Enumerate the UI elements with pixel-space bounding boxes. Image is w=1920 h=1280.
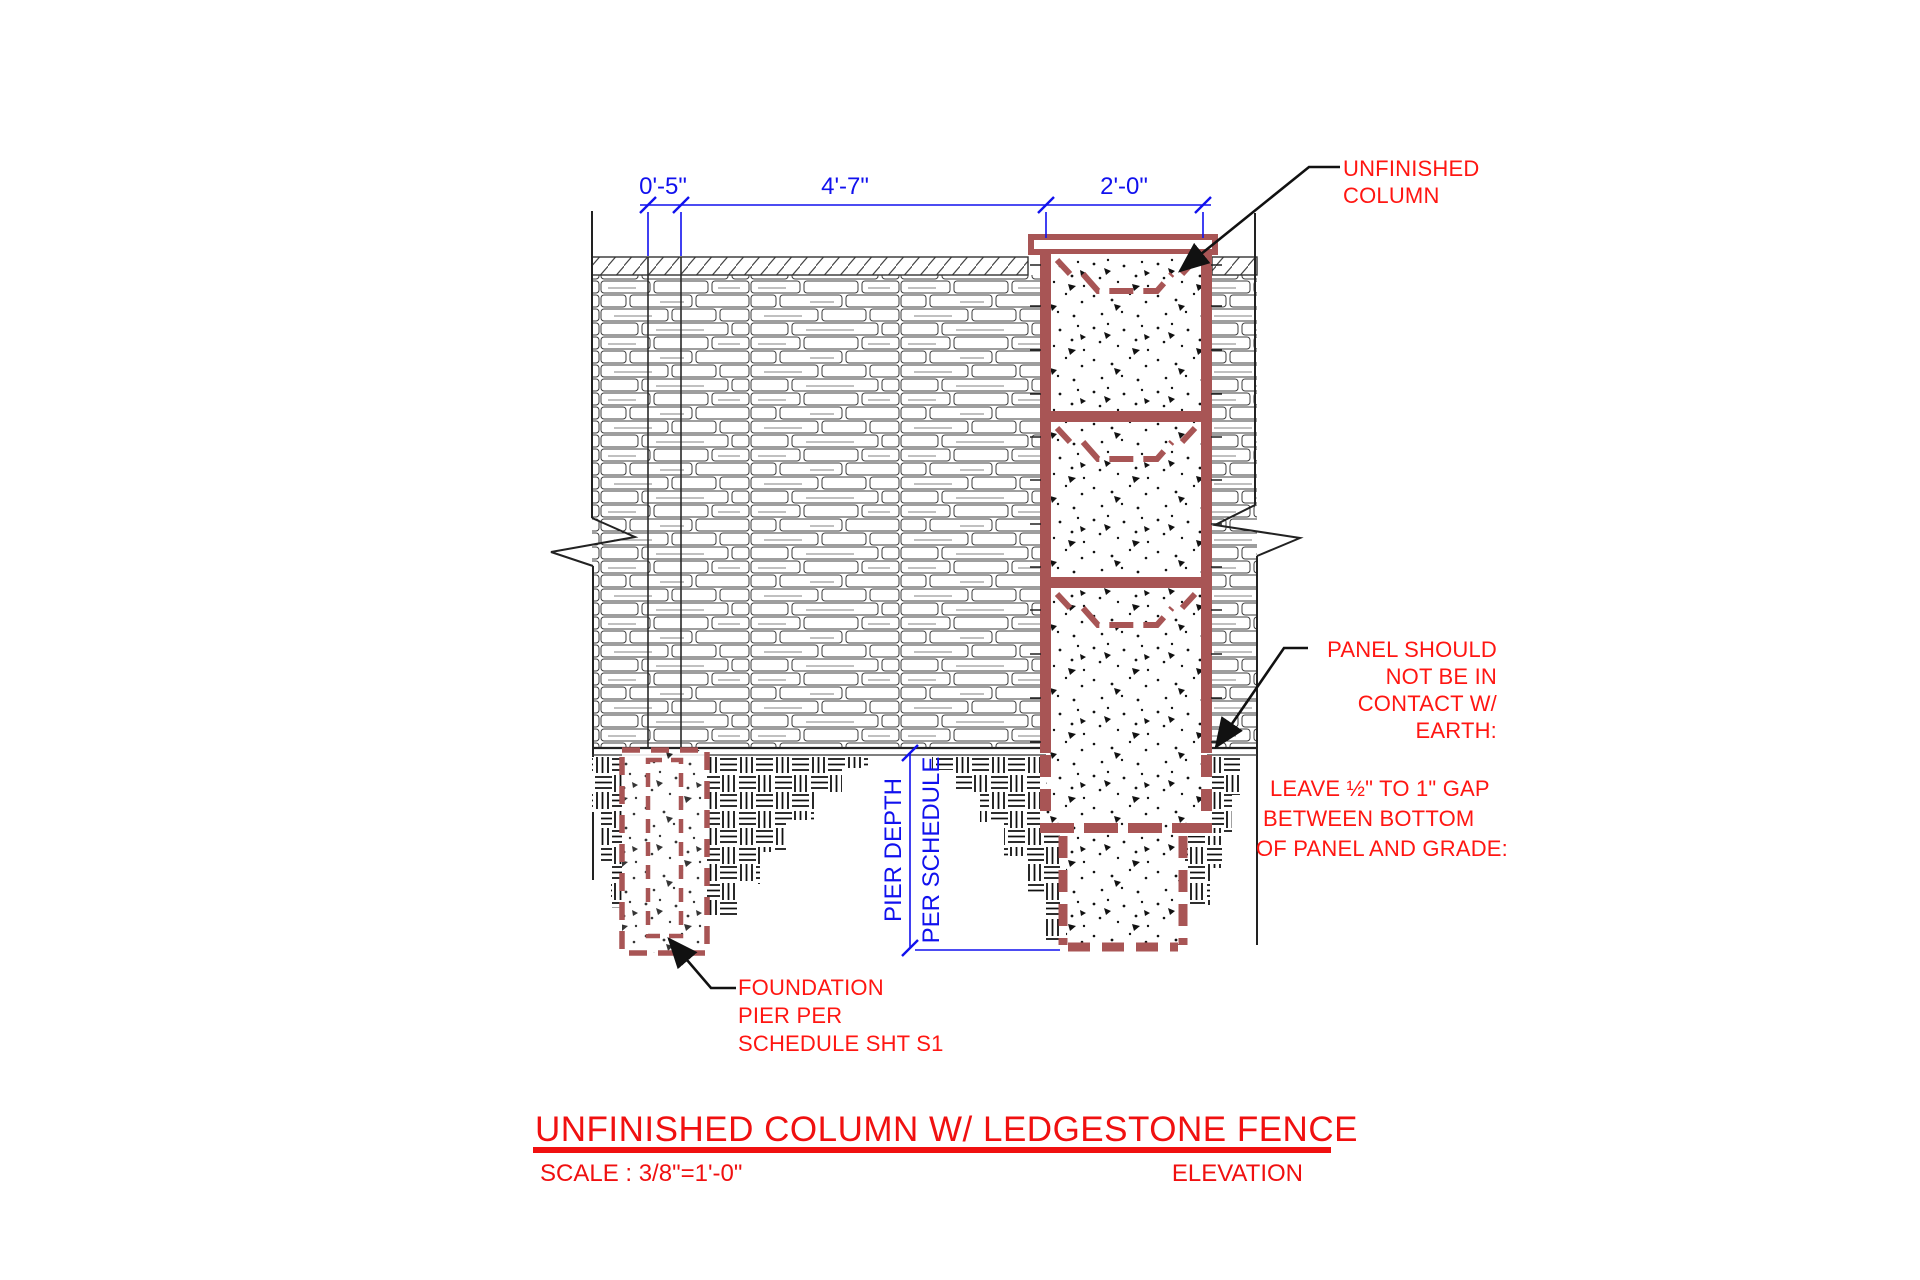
course-ticks <box>1030 264 1222 743</box>
annotation-foundation-note: FOUNDATION PIER PER SCHEDULE SHT S1 <box>738 975 944 1056</box>
leader-foundation-note <box>667 937 736 990</box>
foundation-note-line2: PIER PER <box>738 1003 842 1028</box>
column-below-grade <box>1040 755 1212 833</box>
title-block: UNFINISHED COLUMN W/ LEDGESTONE FENCE SC… <box>533 1110 1358 1187</box>
panel-note-line2: NOT BE IN <box>1386 664 1497 689</box>
foundation-pier <box>619 747 710 956</box>
annotation-panel-contact: PANEL SHOULD NOT BE IN CONTACT W/ EARTH: <box>1327 637 1498 743</box>
drawing-view-type: ELEVATION <box>1172 1160 1303 1187</box>
dim-pier-depth-line2: PER SCHEDULE <box>918 757 945 944</box>
panel-note-line1: PANEL SHOULD <box>1327 637 1497 662</box>
wall-cap-band-left <box>591 256 1029 276</box>
dimensions <box>639 196 1212 957</box>
unfinished-column-line2: COLUMN <box>1343 183 1440 208</box>
dim-pier-depth-line1: PIER DEPTH <box>880 778 907 922</box>
dim-column-width: 2'-0" <box>1100 173 1148 200</box>
title-underline <box>533 1147 1331 1153</box>
unfinished-column <box>1028 234 1222 952</box>
leader-lines <box>667 165 1340 990</box>
foundation-note-line1: FOUNDATION <box>738 975 884 1000</box>
unfinished-column-line1: UNFINISHED <box>1343 156 1479 181</box>
panel-note-line4: EARTH: <box>1416 718 1497 743</box>
earth-hatch <box>592 757 1240 940</box>
stone-field-right <box>1212 275 1257 748</box>
annotation-gap-note: LEAVE ½" TO 1" GAP BETWEEN BOTTOM OF PAN… <box>1256 776 1508 861</box>
dim-ticks <box>639 196 1212 214</box>
foundation-note-line3: SCHEDULE SHT S1 <box>738 1031 944 1056</box>
column-cap <box>1028 234 1218 255</box>
column-concrete <box>1046 254 1207 753</box>
wall-right-edge-break-symbol <box>1211 213 1304 945</box>
dim-panel-run: 4'-7" <box>821 173 869 200</box>
stone-field-left <box>592 275 1040 748</box>
pier-outer-dashed <box>619 747 710 956</box>
dim-pier-width: 0'-5" <box>639 173 687 200</box>
column-pier-concrete <box>1066 833 1179 945</box>
gap-note-line2: BETWEEN BOTTOM <box>1263 806 1474 831</box>
annotation-unfinished-column: UNFINISHED COLUMN <box>1343 156 1479 208</box>
wall-cap-band-right <box>1211 256 1258 276</box>
panel-note-line3: CONTACT W/ <box>1358 691 1498 716</box>
pier-inner-dashed <box>645 757 684 939</box>
column-pier-outline <box>1058 836 1188 952</box>
wall-left-edge-break-symbol <box>550 211 639 880</box>
gap-note-line1: LEAVE ½" TO 1" GAP <box>1270 776 1490 801</box>
leader-panel-note <box>1214 646 1308 750</box>
drawing-scale: SCALE : 3/8"=1'-0" <box>540 1160 742 1187</box>
gap-note-line3: OF PANEL AND GRADE: <box>1256 836 1508 861</box>
panel-joint <box>1040 577 1212 588</box>
pier-hidden-lines <box>647 257 682 748</box>
panel-joint <box>1040 411 1212 422</box>
drawing-title: UNFINISHED COLUMN W/ LEDGESTONE FENCE <box>535 1110 1358 1149</box>
leader-unfinished-column <box>1177 165 1340 273</box>
ledgestone-wall <box>550 211 1304 945</box>
